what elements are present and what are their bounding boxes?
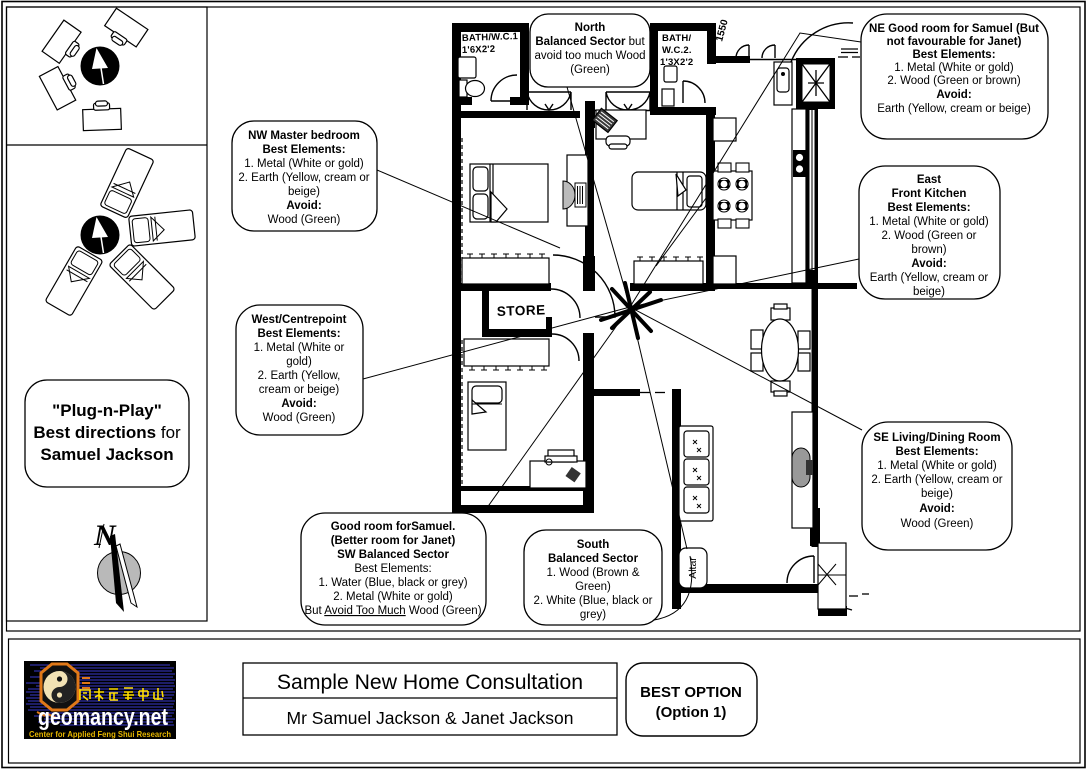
svg-text:2. Metal (White or gold): 2. Metal (White or gold) [333, 591, 453, 603]
svg-text:Avoid:: Avoid: [919, 503, 954, 515]
svg-text:2. Earth (Yellow, cream or: 2. Earth (Yellow, cream or [871, 474, 1002, 486]
svg-text:South: South [577, 539, 610, 551]
svg-text:cream or beige): cream or beige) [259, 384, 340, 396]
svg-text:1. Metal (White or gold): 1. Metal (White or gold) [869, 216, 989, 228]
svg-text:Earth (Yellow, cream or beige): Earth (Yellow, cream or beige) [877, 103, 1031, 115]
svg-text:Wood (Green): Wood (Green) [901, 518, 974, 530]
svg-text:Green): Green) [575, 581, 611, 593]
svg-text:2. Earth (Yellow,: 2. Earth (Yellow, [258, 370, 341, 382]
svg-text:(Better room for Janet): (Better room for Janet) [331, 535, 456, 547]
svg-text:Avoid:: Avoid: [936, 89, 971, 101]
svg-text:North: North [575, 22, 606, 34]
svg-text:Best Elements:: Best Elements: [912, 49, 995, 61]
svg-text:Sample New Home Consultation: Sample New Home Consultation [277, 671, 583, 694]
svg-text:(Option 1): (Option 1) [656, 704, 727, 721]
svg-text:SE Living/Dining Room: SE Living/Dining Room [873, 432, 1000, 444]
svg-text:Center for Applied Feng Shui R: Center for Applied Feng Shui Research [29, 729, 171, 739]
svg-text:1'3X2'2: 1'3X2'2 [660, 57, 693, 68]
svg-text:Balanced Sector: Balanced Sector [548, 553, 639, 565]
svg-text:2. Wood (Green or: 2. Wood (Green or [881, 230, 976, 242]
svg-text:2. White (Blue, black or: 2. White (Blue, black or [534, 595, 653, 607]
svg-text:Avoid:: Avoid: [281, 398, 316, 410]
svg-text:Best Elements:: Best Elements: [257, 328, 340, 340]
svg-text:grey): grey) [580, 609, 606, 621]
svg-text:Balanced Sector but: Balanced Sector but [535, 36, 645, 48]
svg-text:But Avoid Too Much Wood (Green: But Avoid Too Much Wood (Green) [304, 605, 481, 617]
svg-text:2. Earth (Yellow, cream or: 2. Earth (Yellow, cream or [238, 172, 369, 184]
svg-text:Altar: Altar [687, 557, 699, 579]
svg-text:beige): beige) [288, 186, 320, 198]
svg-text:East: East [917, 174, 941, 186]
svg-text:Front Kitchen: Front Kitchen [892, 188, 967, 200]
svg-text:Samuel Jackson: Samuel Jackson [40, 445, 173, 464]
svg-text:Wood (Green): Wood (Green) [268, 214, 341, 226]
svg-text:NW Master bedroom: NW Master bedroom [248, 130, 360, 142]
svg-text:BATH/W.C.1: BATH/W.C.1 [462, 31, 519, 44]
svg-text:Mr Samuel Jackson & Janet Jack: Mr Samuel Jackson & Janet Jackson [287, 708, 574, 728]
svg-text:(Green): (Green) [570, 64, 610, 76]
svg-text:Best Elements:: Best Elements: [354, 563, 431, 575]
svg-text:W.C.2.: W.C.2. [662, 45, 692, 56]
svg-text:Best Elements:: Best Elements: [895, 446, 978, 458]
svg-text:geomancy.net: geomancy.net [38, 704, 168, 731]
svg-text:1. Metal (White or gold): 1. Metal (White or gold) [894, 62, 1014, 74]
svg-text:Best Elements:: Best Elements: [262, 144, 345, 156]
svg-text:1. Metal (White or: 1. Metal (White or [254, 342, 345, 354]
svg-text:1'6X2'2: 1'6X2'2 [462, 44, 496, 56]
svg-text:"Plug-n-Play": "Plug-n-Play" [52, 401, 162, 420]
svg-text:beige): beige) [913, 286, 945, 298]
svg-text:BEST OPTION: BEST OPTION [640, 684, 742, 701]
svg-text:1. Metal (White or gold): 1. Metal (White or gold) [877, 460, 997, 472]
svg-text:STORE: STORE [497, 302, 546, 319]
svg-text:Earth (Yellow, cream or: Earth (Yellow, cream or [870, 272, 989, 284]
svg-text:Wood (Green): Wood (Green) [263, 412, 336, 424]
svg-text:SW Balanced Sector: SW Balanced Sector [337, 549, 449, 561]
svg-text:1. Wood (Brown &: 1. Wood (Brown & [546, 567, 639, 579]
svg-text:beige): beige) [921, 488, 953, 500]
svg-text:Avoid:: Avoid: [911, 258, 946, 270]
svg-text:BATH/: BATH/ [662, 33, 691, 44]
svg-text:brown): brown) [911, 244, 946, 256]
svg-text:not favourable for Janet): not favourable for Janet) [887, 36, 1022, 48]
svg-text:NE Good room for Samuel (But: NE Good room for Samuel (But [869, 23, 1039, 35]
svg-text:avoid too much Wood: avoid too much Wood [534, 50, 645, 62]
svg-text:Avoid:: Avoid: [286, 200, 321, 212]
svg-text:2. Wood (Green or brown): 2. Wood (Green or brown) [887, 75, 1021, 87]
svg-text:West/Centrepoint: West/Centrepoint [252, 314, 347, 326]
svg-text:Best Elements:: Best Elements: [887, 202, 970, 214]
svg-text:gold): gold) [286, 356, 312, 368]
svg-text:Best directions for: Best directions for [33, 423, 181, 442]
svg-text:1. Metal (White or gold): 1. Metal (White or gold) [244, 158, 364, 170]
svg-text:Good room forSamuel.: Good room forSamuel. [331, 521, 456, 533]
svg-text:1. Water (Blue, black or grey): 1. Water (Blue, black or grey) [318, 577, 467, 589]
